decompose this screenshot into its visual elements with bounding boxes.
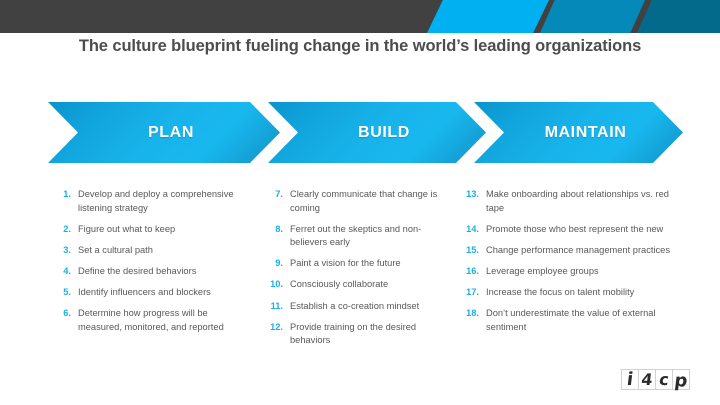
column-plan-items: 1. Develop and deploy a comprehensive li… xyxy=(50,188,250,342)
list-item-text: Consciously collaborate xyxy=(290,279,389,290)
list-item: 7. Clearly communicate that change is co… xyxy=(262,188,457,215)
list-item-number: 18. xyxy=(466,308,479,319)
header-band-mid-blue xyxy=(540,0,645,33)
list-item-number: 8. xyxy=(275,223,283,234)
list-item-text: Define the desired behaviors xyxy=(78,265,197,276)
list-item: 11. Establish a co-creation mindset xyxy=(262,300,457,314)
list-item-text: Develop and deploy a comprehensive liste… xyxy=(78,189,234,213)
list-item-text: Ferret out the skeptics and non-believer… xyxy=(290,223,422,248)
header-band-cyan xyxy=(427,0,549,33)
steps-columns: 1. Develop and deploy a comprehensive li… xyxy=(0,188,720,363)
list-item: 4. Define the desired behaviors xyxy=(50,265,250,279)
list-item: 1. Develop and deploy a comprehensive li… xyxy=(50,188,250,215)
list-item-number: 11. xyxy=(270,300,283,311)
phase-label-plan: PLAN xyxy=(148,123,194,141)
list-item: 8. Ferret out the skeptics and non-belie… xyxy=(262,223,457,250)
i4cp-logo: i 4 c p xyxy=(621,362,690,391)
list-item-number: 2. xyxy=(63,223,71,234)
list-item-text: Leverage employee groups xyxy=(486,265,599,276)
list-item-text: Change performance management practices xyxy=(486,244,670,255)
phase-chevron-maintain[interactable]: MAINTAIN xyxy=(474,102,683,163)
phase-chevron-plan[interactable]: PLAN xyxy=(48,102,280,163)
list-item-text: Paint a vision for the future xyxy=(290,258,401,269)
list-item: 2. Figure out what to keep xyxy=(50,223,250,237)
list-item-number: 7. xyxy=(275,189,283,199)
list-item: 6. Determine how progress will be measur… xyxy=(50,307,250,334)
phase-label-build: BUILD xyxy=(358,123,410,141)
list-item-text: Clearly communicate that change is comin… xyxy=(290,189,438,213)
logo-letter: i xyxy=(625,368,635,390)
list-item-number: 3. xyxy=(63,244,71,255)
phase-chevron-row: PLAN BUILD MAINTAIN xyxy=(0,102,720,166)
list-item: 18. Don’t underestimate the value of ext… xyxy=(458,307,673,334)
logo-letter-cell: c xyxy=(655,369,673,390)
list-item-number: 5. xyxy=(63,286,71,297)
header-band-deep-teal xyxy=(637,0,720,33)
list-item: 17. Increase the focus on talent mobilit… xyxy=(458,286,673,300)
list-item-text: Provide training on the desired behavior… xyxy=(290,321,417,346)
list-item-number: 6. xyxy=(63,308,71,319)
list-item-text: Determine how progress will be measured,… xyxy=(78,308,224,332)
list-item: 15. Change performance management practi… xyxy=(458,244,673,258)
header-banner xyxy=(0,0,720,33)
list-item-number: 13. xyxy=(466,189,479,199)
list-item: 13. Make onboarding about relationships … xyxy=(458,188,673,215)
list-item-number: 14. xyxy=(466,223,479,234)
list-item-number: 15. xyxy=(466,244,479,255)
list-item: 3. Set a cultural path xyxy=(50,244,250,258)
list-item-number: 9. xyxy=(275,258,283,269)
list-item-text: Make onboarding about relationships vs. … xyxy=(486,189,669,213)
logo-letter-cell: i xyxy=(621,369,639,390)
page-title: The culture blueprint fueling change in … xyxy=(78,37,642,55)
phase-label-maintain: MAINTAIN xyxy=(544,123,627,141)
list-item-text: Establish a co-creation mindset xyxy=(290,300,420,311)
list-item: 12. Provide training on the desired beha… xyxy=(262,321,457,348)
list-item: 16. Leverage employee groups xyxy=(458,265,673,279)
list-item-text: Increase the focus on talent mobility xyxy=(486,286,635,297)
list-item: 14. Promote those who best represent the… xyxy=(458,223,673,237)
list-item: 5. Identify influencers and blockers xyxy=(50,286,250,300)
phase-chevron-build[interactable]: BUILD xyxy=(268,102,486,163)
logo-letter: c xyxy=(658,369,670,389)
list-item-number: 17. xyxy=(466,286,479,297)
column-build-items: 7. Clearly communicate that change is co… xyxy=(262,188,457,355)
list-item-text: Don’t underestimate the value of externa… xyxy=(486,308,656,332)
logo-letter-cell: 4 xyxy=(638,369,656,390)
list-item-text: Identify influencers and blockers xyxy=(78,286,211,297)
list-item: 10. Consciously collaborate xyxy=(262,278,457,292)
list-item-number: 16. xyxy=(466,265,479,276)
logo-letter: p xyxy=(673,369,689,391)
list-item: 9. Paint a vision for the future xyxy=(262,257,457,271)
logo-letter-cell: p xyxy=(672,369,690,391)
list-item-number: 1. xyxy=(63,189,71,199)
list-item-number: 10. xyxy=(270,279,283,290)
column-maintain-items: 13. Make onboarding about relationships … xyxy=(458,188,673,342)
list-item-text: Set a cultural path xyxy=(78,244,153,255)
list-item-text: Figure out what to keep xyxy=(78,223,176,234)
list-item-text: Promote those who best represent the new xyxy=(486,223,664,234)
logo-letter: 4 xyxy=(640,369,654,389)
list-item-number: 4. xyxy=(63,265,71,276)
list-item-number: 12. xyxy=(270,321,283,332)
